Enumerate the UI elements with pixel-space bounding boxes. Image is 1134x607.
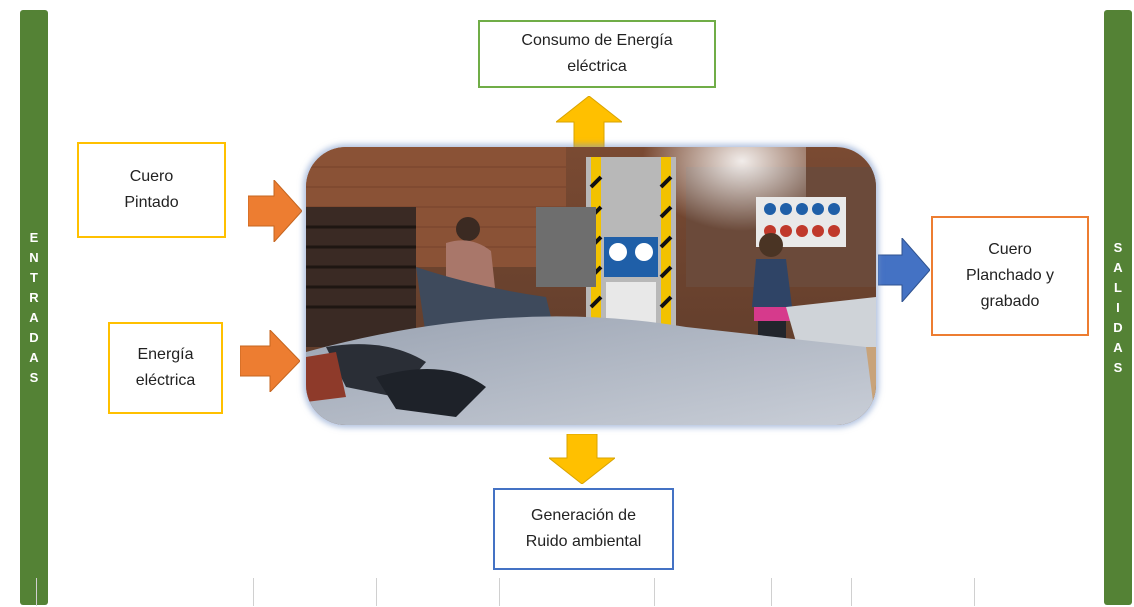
workshop-photo-illustration <box>306 147 876 425</box>
outputs-side-label: S A L I D A S <box>1113 238 1122 378</box>
outputs-side-bar: S A L I D A S <box>1104 10 1132 605</box>
grid-tick <box>499 578 500 606</box>
inputs-letter: A <box>29 349 39 365</box>
grid-tick <box>654 578 655 606</box>
input-electric-energy-box: Energía eléctrica <box>108 322 223 414</box>
inputs-letter: E <box>29 229 39 245</box>
grid-tick <box>376 578 377 606</box>
energy-consumption-box: Consumo de Energía eléctrica <box>478 20 716 88</box>
grid-tick <box>253 578 254 606</box>
inputs-side-label: E N T R A D A S <box>29 228 38 388</box>
output-ironed-leather-label: Cuero Planchado y grabado <box>965 241 1055 310</box>
outputs-letter: S <box>1113 239 1123 255</box>
outputs-letter: I <box>1116 299 1120 315</box>
outputs-letter: L <box>1114 279 1122 295</box>
down-arrow-icon <box>549 434 615 484</box>
output-ironed-leather-box: Cuero Planchado y grabado <box>931 216 1089 336</box>
output-arrow-icon <box>878 238 930 302</box>
inputs-letter: D <box>29 329 39 345</box>
inputs-letter: T <box>30 269 38 285</box>
grid-tick <box>771 578 772 606</box>
inputs-letter: A <box>29 309 39 325</box>
inputs-side-bar: E N T R A D A S <box>20 10 48 605</box>
up-arrow-icon <box>556 96 622 152</box>
inputs-letter: R <box>29 289 39 305</box>
inputs-letter: N <box>29 249 39 265</box>
grid-tick <box>974 578 975 606</box>
input-electric-energy-label: Energía eléctrica <box>135 346 196 389</box>
outputs-letter: A <box>1113 339 1123 355</box>
noise-generation-label: Generación de Ruido ambiental <box>525 507 642 550</box>
energy-consumption-label: Consumo de Energía eléctrica <box>521 32 673 75</box>
outputs-letter: S <box>1113 359 1123 375</box>
right-arrow-icon <box>240 330 300 392</box>
grid-tick <box>851 578 852 606</box>
right-arrow-icon <box>248 180 302 242</box>
workshop-photo <box>306 147 876 425</box>
noise-generation-box: Generación de Ruido ambiental <box>493 488 674 570</box>
outputs-letter: A <box>1113 259 1123 275</box>
outputs-letter: D <box>1113 319 1123 335</box>
inputs-letter: S <box>29 369 39 385</box>
input-painted-leather-label: Cuero Pintado <box>124 168 179 211</box>
grid-tick <box>36 578 37 606</box>
input-painted-leather-box: Cuero Pintado <box>77 142 226 238</box>
